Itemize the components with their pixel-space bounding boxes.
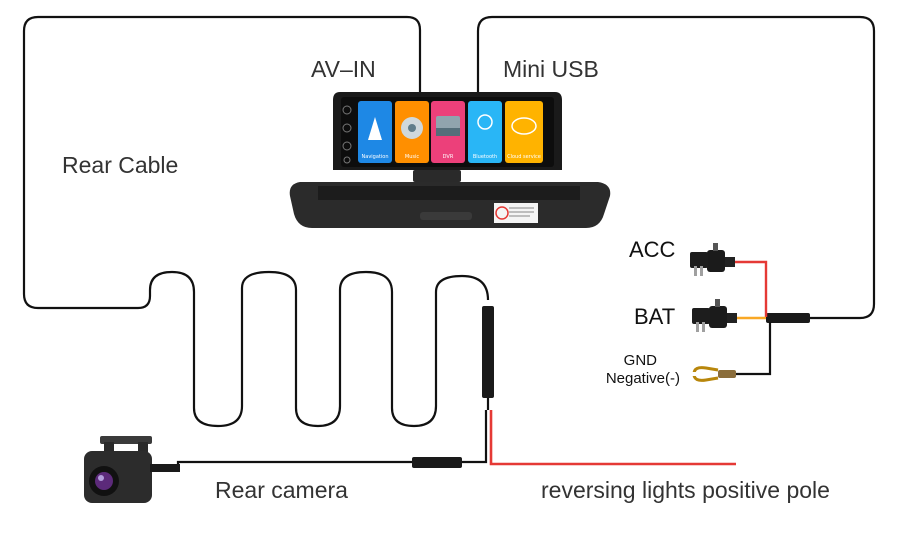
tile-label-navigation: Navigation	[362, 154, 389, 160]
screen-tile-music: Music	[395, 101, 429, 163]
reversing-positive-wire	[489, 410, 736, 466]
acc-wire	[733, 260, 768, 317]
gnd-label: GND	[623, 352, 657, 369]
power-cable-junction	[766, 313, 810, 323]
gnd-ring-terminal	[692, 366, 736, 382]
screen-tile-cloud-service: Cloud service	[505, 101, 543, 163]
reversing-lights-label: reversing lights positive pole	[541, 477, 830, 503]
bat-label: BAT	[634, 304, 676, 329]
camera-connector	[412, 457, 462, 468]
tile-label-cloud-service: Cloud service	[507, 154, 541, 160]
mini-usb-label: Mini USB	[503, 56, 599, 82]
tile-label-bluetooth: Bluetooth	[473, 154, 497, 160]
rear-camera-device	[84, 436, 180, 503]
acc-fuse-tap	[690, 243, 735, 276]
rear-cable-connector	[482, 306, 494, 398]
rear-camera-label: Rear camera	[215, 477, 348, 503]
power-cable-wire	[476, 15, 876, 320]
screen-tile-bluetooth: Bluetooth	[468, 101, 502, 163]
tile-label-music: Music	[405, 154, 419, 160]
acc-label: ACC	[629, 237, 676, 262]
camera-wire	[462, 410, 488, 464]
gnd-wire	[736, 322, 772, 376]
av-in-label: AV–IN	[311, 56, 376, 82]
tile-label-dvr: DVR	[443, 154, 454, 160]
note-sticker	[494, 203, 538, 223]
bat-fuse-tap	[692, 299, 737, 332]
rear-cable-label: Rear Cable	[62, 152, 179, 178]
dashcam-device: Navigation Music DVR Bluetooth Cloud ser…	[289, 92, 611, 228]
screen-tile-dvr: DVR	[431, 101, 465, 163]
screen-tile-navigation: Navigation	[358, 101, 392, 163]
rear-cable-wire	[22, 15, 490, 428]
negative-label: Negative(-)	[605, 370, 680, 387]
